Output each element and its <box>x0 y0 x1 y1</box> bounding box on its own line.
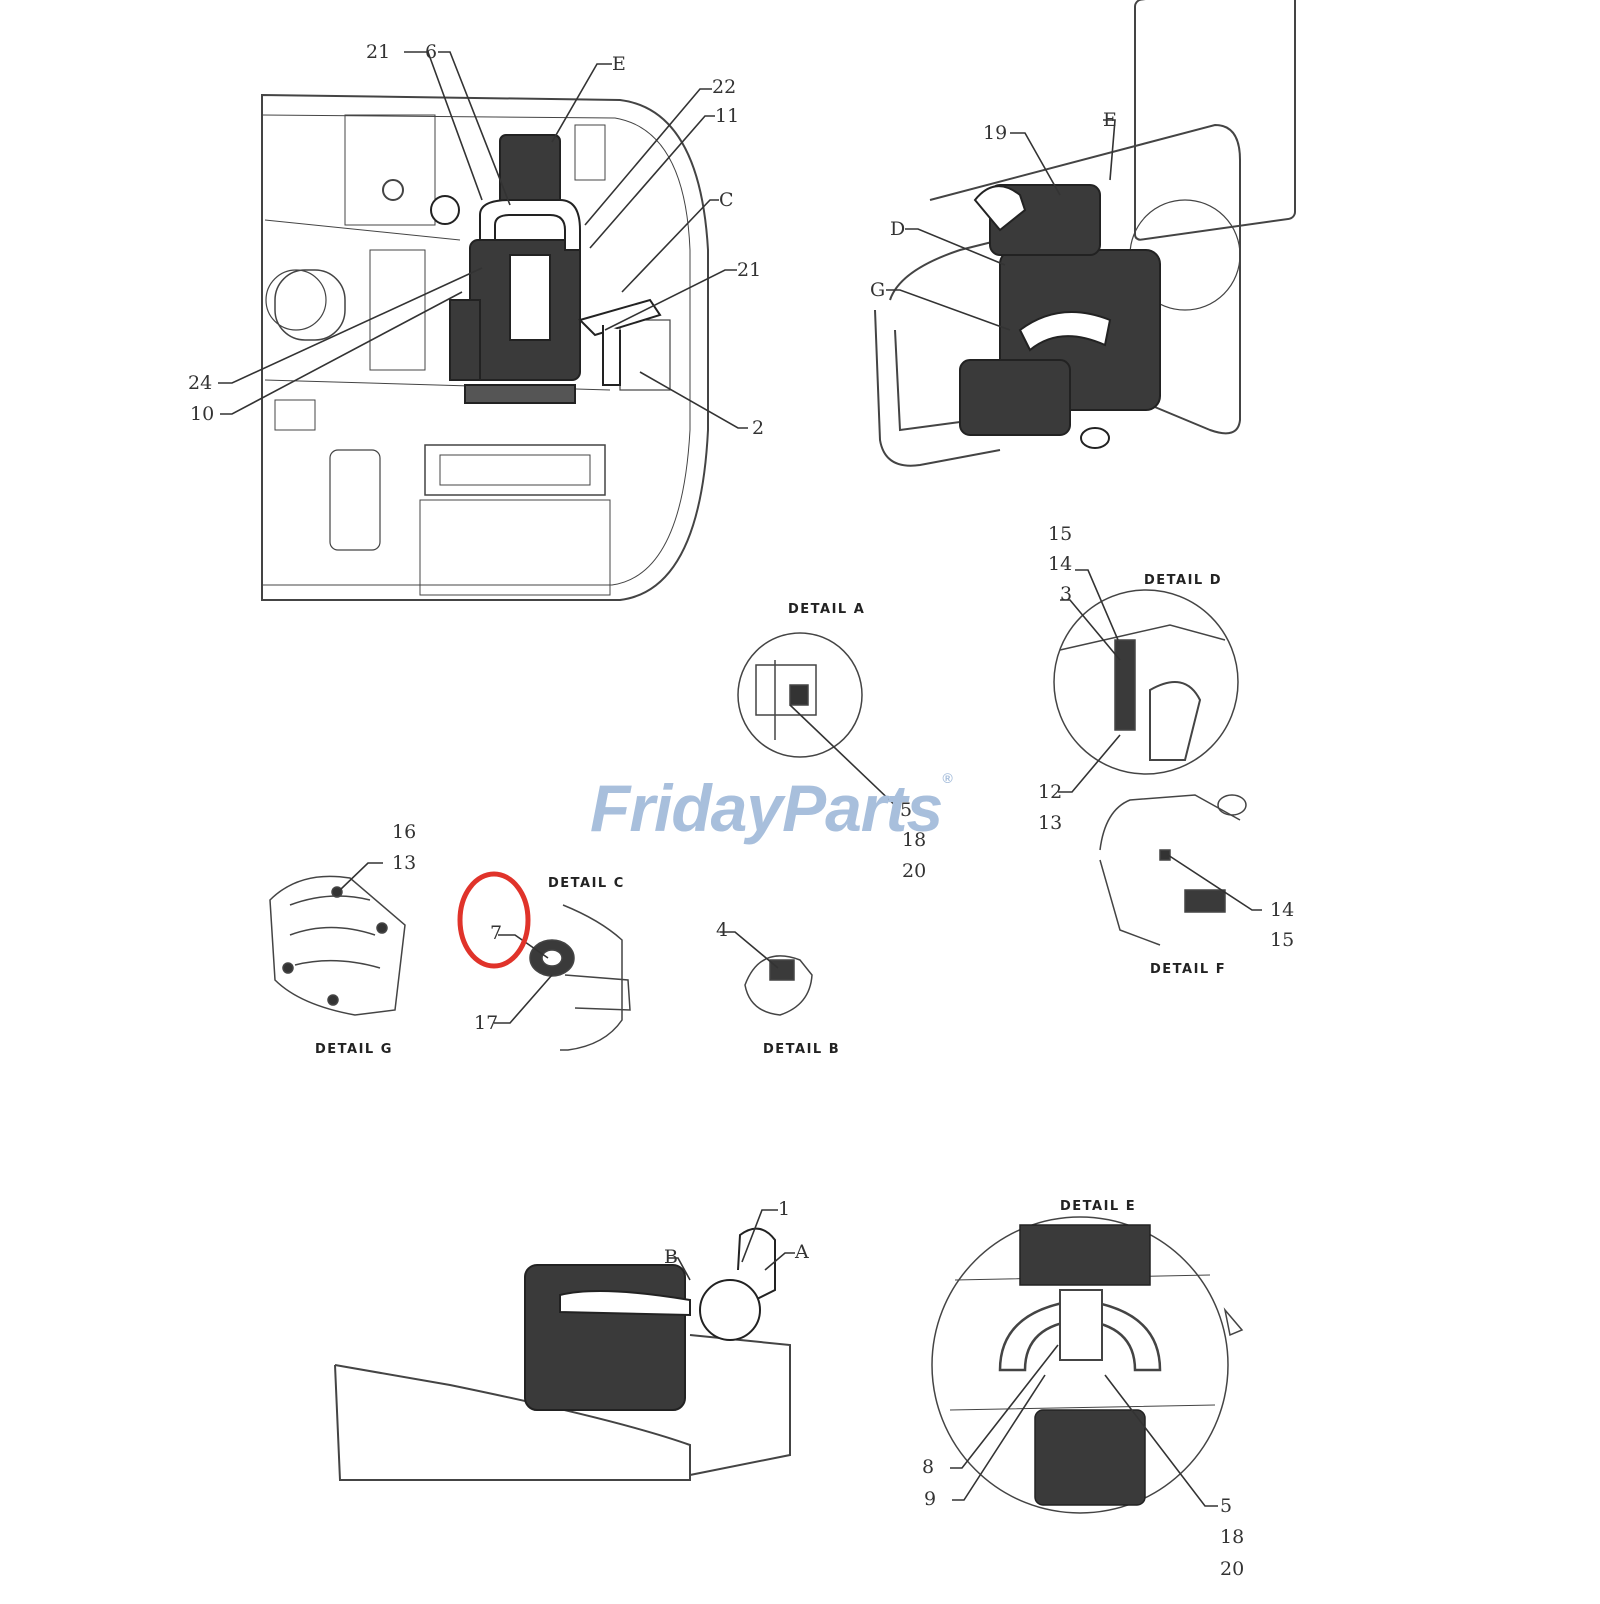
detail-c-title: DETAIL C <box>548 876 625 891</box>
callout-da-5: 5 <box>900 799 912 821</box>
callout-iso-e: E <box>1103 109 1117 131</box>
callout-main-2: 2 <box>752 417 764 439</box>
detail-f-title: DETAIL F <box>1150 962 1226 977</box>
watermark-part1: Friday <box>590 771 783 845</box>
callout-dd-12: 12 <box>1038 781 1062 803</box>
detail-e-title: DETAIL E <box>1060 1199 1136 1214</box>
callout-main-21a: 21 <box>366 41 390 63</box>
callout-de-20: 20 <box>1220 1558 1244 1580</box>
detail-a-title: DETAIL A <box>788 602 865 617</box>
detail-g-view <box>269 875 406 1016</box>
detail-g-title: DETAIL G <box>315 1042 393 1057</box>
callout-iso-g: G <box>870 279 885 301</box>
callout-de-18: 18 <box>1220 1526 1244 1548</box>
callout-dg-16: 16 <box>392 821 416 843</box>
detail-d-title: DETAIL D <box>1144 573 1222 588</box>
detail-f-view <box>1099 794 1247 946</box>
callout-side-1: 1 <box>778 1198 790 1220</box>
highlight-circle <box>457 871 531 969</box>
callout-main-10: 10 <box>190 403 214 425</box>
watermark-part2: Parts <box>782 771 943 845</box>
callout-main-6: 6 <box>425 41 437 63</box>
detail-c-view <box>529 904 631 1051</box>
callout-dd-13: 13 <box>1038 812 1062 834</box>
detail-b-view <box>744 955 813 1016</box>
callout-dc-7: 7 <box>490 922 502 944</box>
callout-dd-3: 3 <box>1060 583 1072 605</box>
callout-dg-13: 13 <box>392 852 416 874</box>
callout-dd-14: 14 <box>1048 553 1072 575</box>
side-view <box>334 1227 791 1481</box>
callout-main-21b: 21 <box>737 259 761 281</box>
detail-titles: DETAIL A DETAIL D DETAIL C DETAIL G DETA… <box>315 573 1226 1214</box>
callout-side-a: A <box>794 1241 809 1263</box>
main-top-view <box>261 93 709 601</box>
detail-b-title: DETAIL B <box>763 1042 840 1057</box>
detail-d-view <box>1053 589 1239 775</box>
watermark-logo: FridayParts® <box>590 770 953 846</box>
callout-main-24: 24 <box>188 372 212 394</box>
callout-labels: 21 6 E 22 11 C 21 24 10 2 19 E D G 5 18 … <box>188 41 1294 1580</box>
callout-df-15: 15 <box>1270 929 1294 951</box>
watermark-registered-mark: ® <box>942 770 952 786</box>
callout-de-5: 5 <box>1220 1495 1232 1517</box>
leader-lines <box>218 51 1262 1507</box>
callout-iso-d: D <box>890 218 905 240</box>
callout-main-e: E <box>612 53 626 75</box>
callout-main-22: 22 <box>712 76 736 98</box>
callout-dc-17: 17 <box>474 1012 498 1034</box>
callout-main-11: 11 <box>715 105 739 127</box>
callout-dd-15: 15 <box>1048 523 1072 545</box>
callout-db-4: 4 <box>716 919 728 941</box>
detail-e-view <box>931 1216 1244 1514</box>
callout-side-b: B <box>664 1246 678 1268</box>
callout-da-18: 18 <box>902 829 926 851</box>
callout-main-c: C <box>719 189 734 211</box>
detail-a-view <box>737 632 863 758</box>
callout-de-9: 9 <box>924 1488 936 1510</box>
callout-df-14: 14 <box>1270 899 1294 921</box>
callout-de-8: 8 <box>922 1456 934 1478</box>
callout-da-20: 20 <box>902 860 926 882</box>
isometric-view <box>874 0 1296 467</box>
callout-iso-19: 19 <box>983 122 1007 144</box>
